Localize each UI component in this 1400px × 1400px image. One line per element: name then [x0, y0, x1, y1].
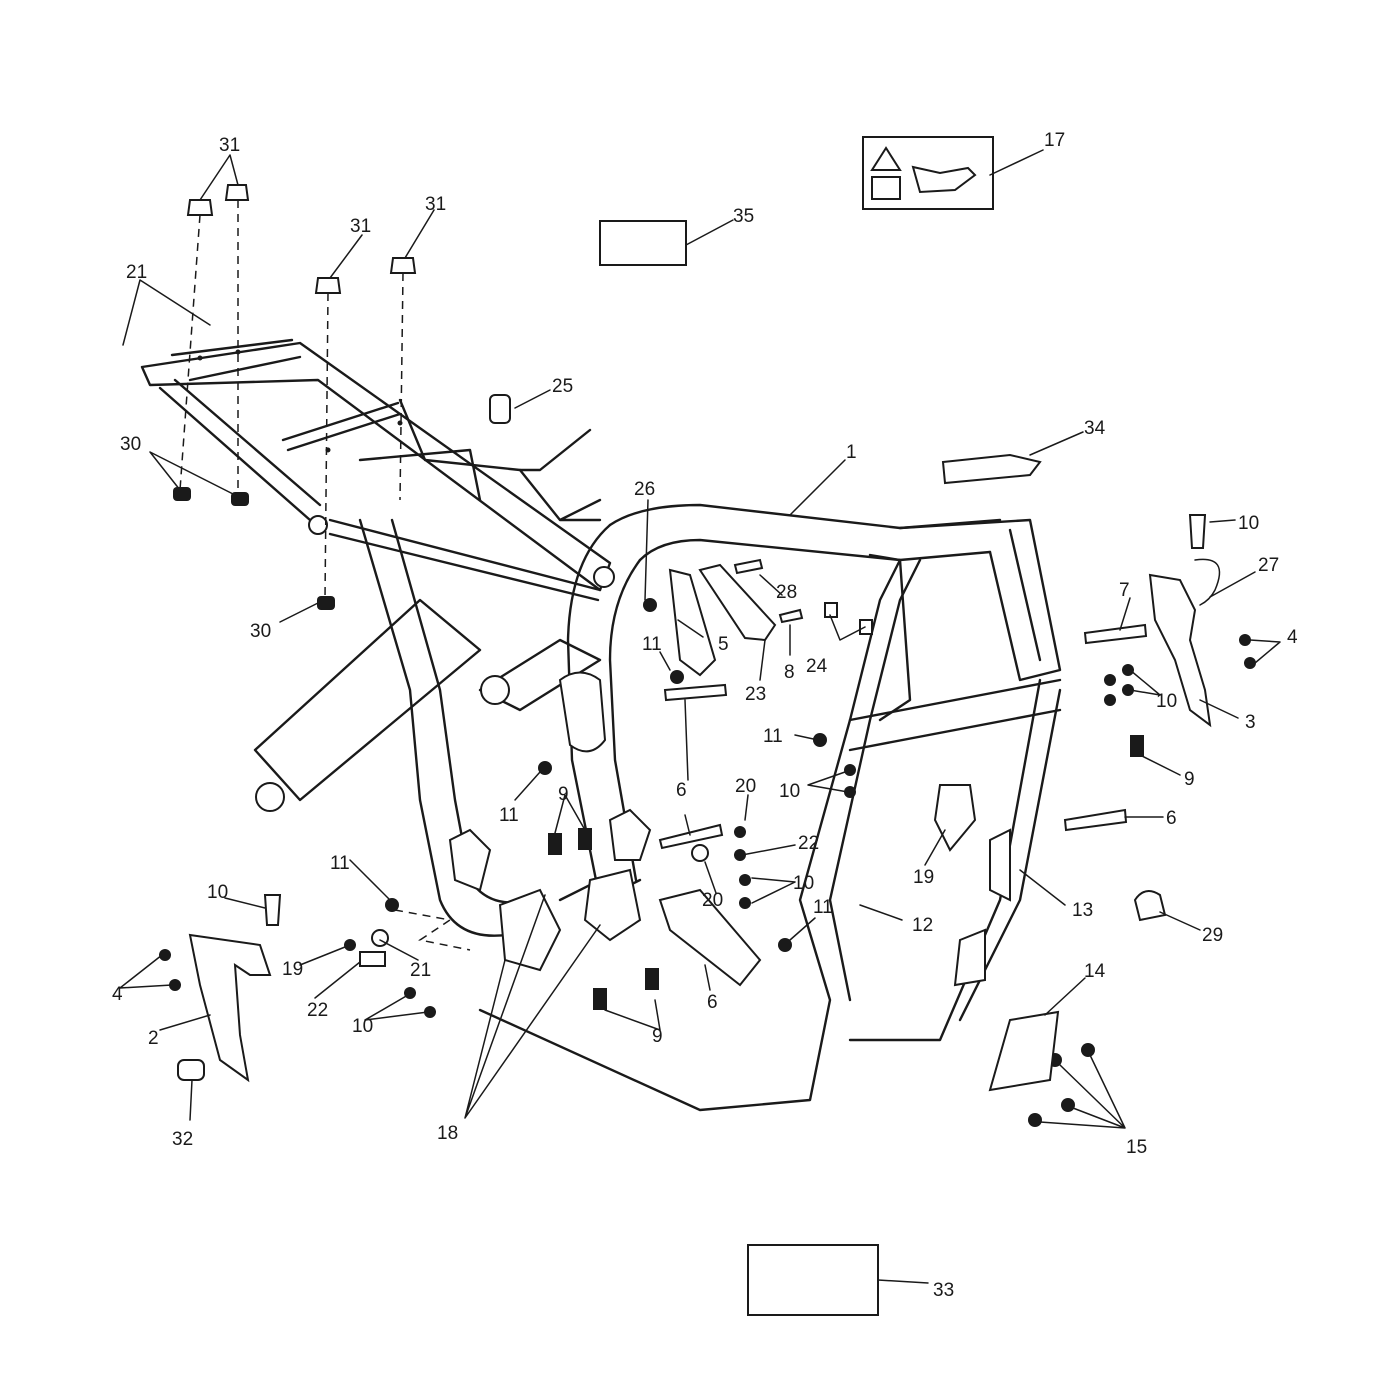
callout-30: 30: [250, 621, 271, 642]
callout-11: 11: [763, 726, 783, 747]
callout-29: 29: [1202, 925, 1223, 946]
callout-18: 19: [913, 867, 934, 888]
callout-31: 31: [425, 194, 446, 215]
callout-7: 7: [1119, 580, 1130, 601]
callout-25: 25: [552, 376, 573, 397]
oil-can-icon: [911, 165, 977, 194]
callout-4: 4: [1287, 627, 1298, 648]
rear-subframe: [140, 338, 615, 602]
callout-10: 10: [779, 781, 800, 802]
label-box-35: [599, 220, 687, 266]
callout-8: 8: [784, 662, 795, 683]
hardware-parts: [159, 184, 1256, 1127]
callout-10: 10: [1238, 513, 1259, 534]
callout-35: 35: [733, 206, 754, 227]
callout-9: 9: [652, 1026, 663, 1047]
callout-5: 5: [718, 634, 729, 655]
callout-34: 34: [1084, 418, 1106, 439]
callout-22: 22: [307, 1000, 328, 1021]
callout-2: 2: [148, 1028, 159, 1049]
callout-33: 33: [933, 1280, 954, 1301]
callout-19: 20: [735, 776, 756, 797]
callout-10: 10: [793, 873, 814, 894]
callout-31: 31: [350, 216, 371, 237]
callout-17: 18: [437, 1123, 458, 1144]
callout-23: 23: [745, 684, 766, 705]
callout-20: 20: [702, 890, 723, 911]
leader-lines: [119, 149, 1281, 1284]
callout-28: 28: [776, 582, 797, 603]
callout-10: 10: [352, 1016, 373, 1037]
callout-15: 15: [1126, 1137, 1147, 1158]
warning-decal: [862, 136, 994, 210]
callout-24: 24: [806, 656, 828, 677]
callout-30: 30: [120, 434, 141, 455]
callout-19: 19: [282, 959, 303, 980]
callout-6: 6: [1166, 808, 1177, 829]
callout-32: 32: [172, 1129, 193, 1150]
callout-9: 9: [1184, 769, 1195, 790]
callout-6: 6: [707, 992, 718, 1013]
book-icon: [871, 176, 901, 200]
callout-11: 11: [330, 853, 350, 874]
callout-10: 10: [207, 882, 228, 903]
callout-14: 14: [1084, 961, 1106, 982]
callout-6: 6: [676, 780, 687, 801]
callout-11: 11: [642, 634, 662, 655]
callout-4: 4: [112, 984, 123, 1005]
callout-16: 17: [1044, 130, 1065, 151]
callout-11: 11: [813, 897, 833, 918]
callout-labels: 17 35 31 31 31 21 25 34 1 30 26 10 27 28…: [112, 130, 1298, 1301]
callout-13: 13: [1072, 900, 1093, 921]
callout-3: 3: [1245, 712, 1256, 733]
callout-26: 26: [634, 479, 655, 500]
callout-27: 27: [1258, 555, 1279, 576]
callout-21: 21: [126, 262, 147, 283]
callout-1: 1: [846, 442, 857, 463]
main-frame: [253, 503, 1062, 1112]
callout-20: 21: [410, 960, 431, 981]
callout-22: 22: [798, 833, 819, 854]
callout-9: 9: [558, 784, 569, 805]
callout-12: 12: [912, 915, 933, 936]
callout-31: 31: [219, 135, 240, 156]
callout-11: 11: [499, 805, 519, 826]
warning-triangle-icon: [870, 146, 902, 171]
callout-10: 10: [1156, 691, 1177, 712]
label-box-33: [747, 1244, 879, 1316]
